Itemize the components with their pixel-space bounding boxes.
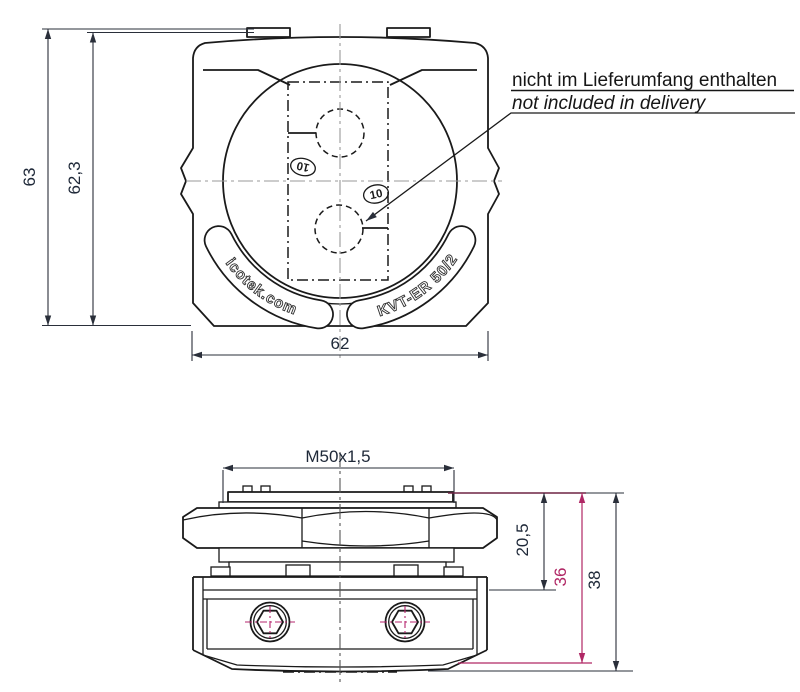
nut-facet-arc-center xyxy=(301,510,430,519)
marking-recess-right-inner xyxy=(347,226,475,328)
nut-facet-arc-right xyxy=(428,512,498,521)
dimension-63: 63 xyxy=(20,28,254,327)
leader-arrowhead xyxy=(366,211,377,221)
grommet-size-badge-top: 10 xyxy=(290,157,316,177)
nut-facet-arc-bottom xyxy=(301,540,430,547)
side-hex-nut xyxy=(182,507,498,549)
nut-facet-arc-left xyxy=(182,512,303,521)
dim-38-label: 38 xyxy=(585,571,604,590)
side-neck-upper xyxy=(218,547,455,563)
side-neck-foot-left xyxy=(210,566,231,577)
front-view: icotek.com KVT-ER 50/2 10 10 63 xyxy=(20,24,502,361)
front-top-tab-right xyxy=(386,27,431,38)
annotation-callout: nicht im Lieferumfang enthalten not incl… xyxy=(365,70,795,222)
side-latch-right xyxy=(393,564,419,577)
dim-62-3-label: 62,3 xyxy=(65,161,84,194)
screw-left xyxy=(245,601,295,643)
dim-20-5-label: 20,5 xyxy=(513,523,532,556)
dim-62-label: 62 xyxy=(331,334,350,353)
annotation-line2: not included in delivery xyxy=(512,93,707,114)
side-neck-foot-right xyxy=(443,566,464,577)
side-view: M50x1,5 20,5 36 38 xyxy=(182,447,633,686)
dimension-36: 36 xyxy=(458,493,592,664)
dimension-38: 38 xyxy=(428,493,633,672)
dim-m50-label: M50x1,5 xyxy=(305,447,370,466)
grommet-size-bottom-label: 10 xyxy=(369,188,384,202)
dim-36-label: 36 xyxy=(551,568,570,587)
dimension-62-3: 62,3 xyxy=(65,31,254,326)
grommet-hole-bottom xyxy=(314,204,364,254)
dimension-20-5: 20,5 xyxy=(489,493,556,591)
annotation-line1: nicht im Lieferumfang enthalten xyxy=(512,70,777,91)
side-latch-left xyxy=(285,564,311,577)
grommet-size-badge-bottom: 10 xyxy=(362,184,390,204)
dim-63-label: 63 xyxy=(20,168,39,187)
screw-right-crosshair xyxy=(380,606,430,638)
marking-recess-left-inner xyxy=(205,226,333,328)
dimension-m50: M50x1,5 xyxy=(222,447,455,503)
grommet-size-top-label: 10 xyxy=(296,159,311,174)
leader-line xyxy=(365,112,795,222)
screw-left-crosshair xyxy=(245,606,295,638)
dimension-62: 62 xyxy=(191,331,489,361)
screw-right xyxy=(380,601,430,643)
